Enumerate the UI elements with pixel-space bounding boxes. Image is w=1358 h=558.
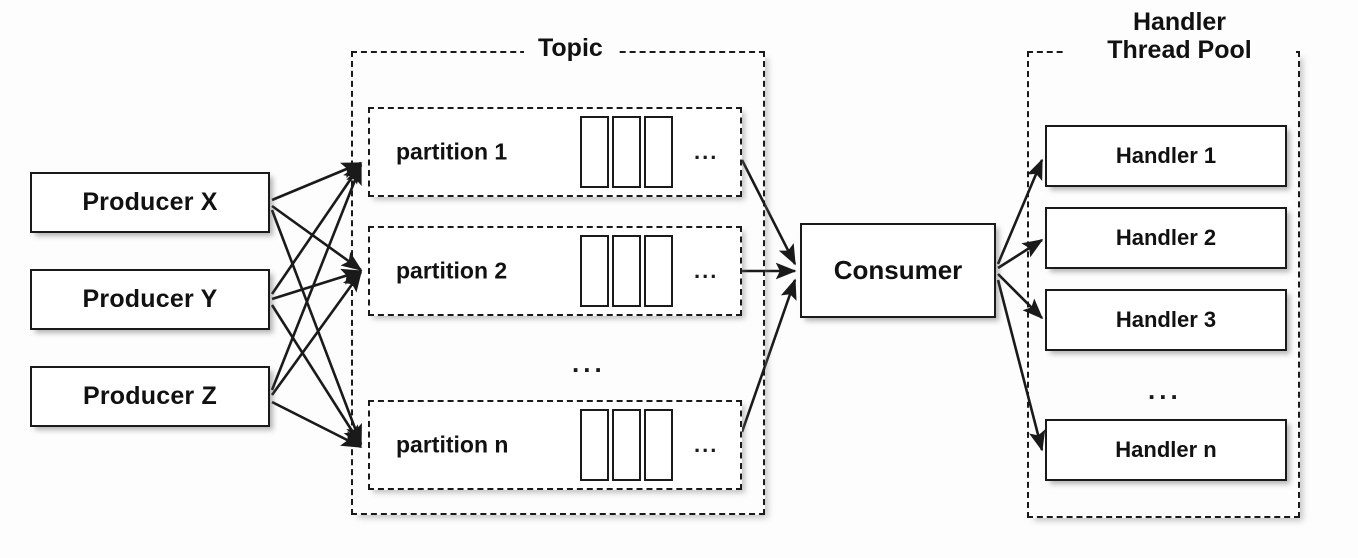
consumer-box[interactable]: Consumer <box>800 223 996 318</box>
partition-n-message-2 <box>612 409 641 481</box>
handler-1-label: Handler 1 <box>1115 143 1217 168</box>
consumer-label: Consumer <box>833 255 963 285</box>
partition-n-message-3 <box>644 409 673 481</box>
handler-2-box[interactable]: Handler 2 <box>1045 207 1287 269</box>
producer-x-label: Producer X <box>82 188 218 216</box>
producer-y-box[interactable]: Producer Y <box>30 269 270 330</box>
producer-x-box[interactable]: Producer X <box>30 172 270 233</box>
handler-3-box[interactable]: Handler 3 <box>1045 289 1287 351</box>
handler-3-label: Handler 3 <box>1115 307 1217 332</box>
handlers-ellipsis: ... <box>1148 375 1182 405</box>
partition-1-group[interactable]: partition 1 ... <box>368 107 742 197</box>
partition-2-label: partition 2 <box>396 257 508 284</box>
partition-1-message-1 <box>580 116 609 188</box>
partition-2-more-ellipsis: ... <box>694 258 719 283</box>
partition-1-label: partition 1 <box>396 138 508 165</box>
partition-n-message-1 <box>580 409 609 481</box>
topic-title: Topic <box>524 34 617 62</box>
partition-1-message-3 <box>644 116 673 188</box>
handler-thread-pool-title: Handler Thread Pool <box>1063 8 1296 64</box>
producer-z-box[interactable]: Producer Z <box>30 366 270 427</box>
partition-1-message-2 <box>612 116 641 188</box>
partition-2-group[interactable]: partition 2 ... <box>368 226 742 316</box>
producer-z-label: Producer Z <box>83 382 217 410</box>
partition-n-label: partition n <box>396 431 509 458</box>
partition-n-more-ellipsis: ... <box>694 432 719 457</box>
partition-2-message-1 <box>580 235 609 307</box>
partition-1-more-ellipsis: ... <box>694 139 719 164</box>
handler-n-box[interactable]: Handler n <box>1045 419 1287 481</box>
handler-2-label: Handler 2 <box>1115 225 1217 250</box>
handler-1-box[interactable]: Handler 1 <box>1045 125 1287 187</box>
partitions-ellipsis: ... <box>572 348 606 378</box>
partition-n-group[interactable]: partition n ... <box>368 400 742 490</box>
handler-n-label: Handler n <box>1115 437 1217 462</box>
producer-y-label: Producer Y <box>82 285 218 313</box>
partition-2-message-2 <box>612 235 641 307</box>
partition-2-message-3 <box>644 235 673 307</box>
